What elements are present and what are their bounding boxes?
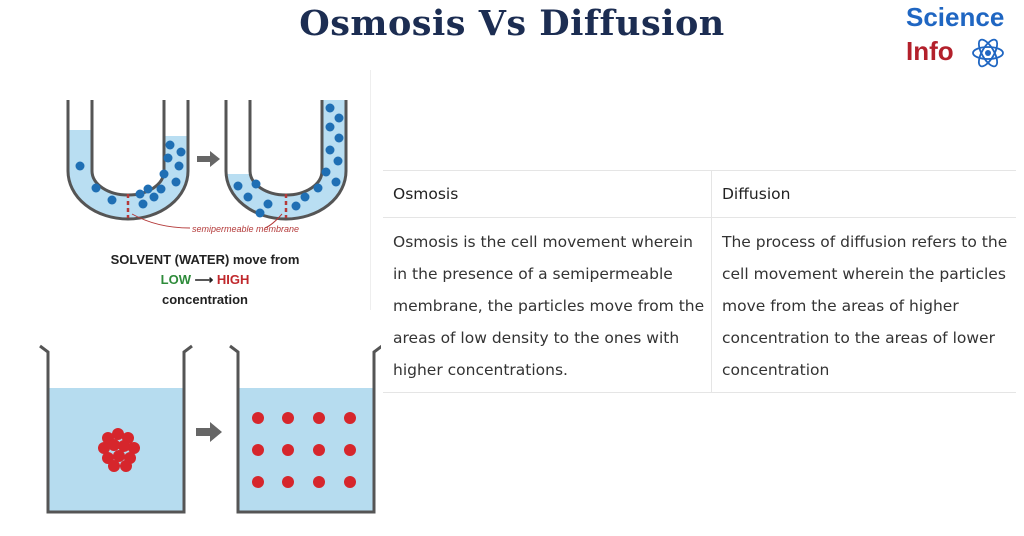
right-particles [233,103,344,218]
caption-high: HIGH [216,272,250,287]
right-beaker-outline [229,344,381,514]
right-arrow-icon [196,422,222,442]
logo-line-1: Science [906,2,1005,32]
left-tube-inner [90,100,166,197]
caption-low: LOW [160,272,191,287]
logo-line-2: Info [906,36,954,66]
comparison-table: Osmosis Diffusion Osmosis is the cell mo… [383,170,1016,393]
membrane-leader-right [264,213,283,229]
osmosis-caption: SOLVENT (WATER) move from LOW ⟶ HIGH con… [90,250,320,310]
header-osmosis: Osmosis [383,170,712,218]
cell-osmosis-definition: Osmosis is the cell movement wherein in … [383,217,712,393]
page-title: Osmosis Vs Diffusion [299,3,725,44]
table-header-row: Osmosis Diffusion [383,170,1016,218]
right-arrow-icon [197,151,220,167]
table-row: Osmosis is the cell movement wherein in … [383,217,1016,393]
left-particles [75,140,186,209]
beaker-diffusion-diagram [39,344,381,514]
left-beaker-outline [39,344,193,514]
right-tube-inner [248,100,324,197]
left-tube-outer [66,100,190,221]
divider [370,70,371,310]
clustered-particles [98,428,140,472]
membrane-leader-left [131,213,191,229]
dispersed-particles [252,412,356,488]
atom-icon [972,38,1004,68]
science-info-logo[interactable]: Science Info [898,2,1024,68]
cell-diffusion-definition: The process of diffusion refers to the c… [711,217,1016,393]
header-diffusion: Diffusion [711,170,1016,218]
membrane-label: semipermeable membrane [192,224,300,234]
caption-arrow: ⟶ [194,272,214,287]
caption-line-2: LOW ⟶ HIGH [90,270,320,290]
u-tube-osmosis-diagram [66,100,348,229]
right-tube-outer [224,100,348,221]
caption-line-1: SOLVENT (WATER) move from [110,252,300,267]
caption-line-3: concentration [162,292,248,307]
